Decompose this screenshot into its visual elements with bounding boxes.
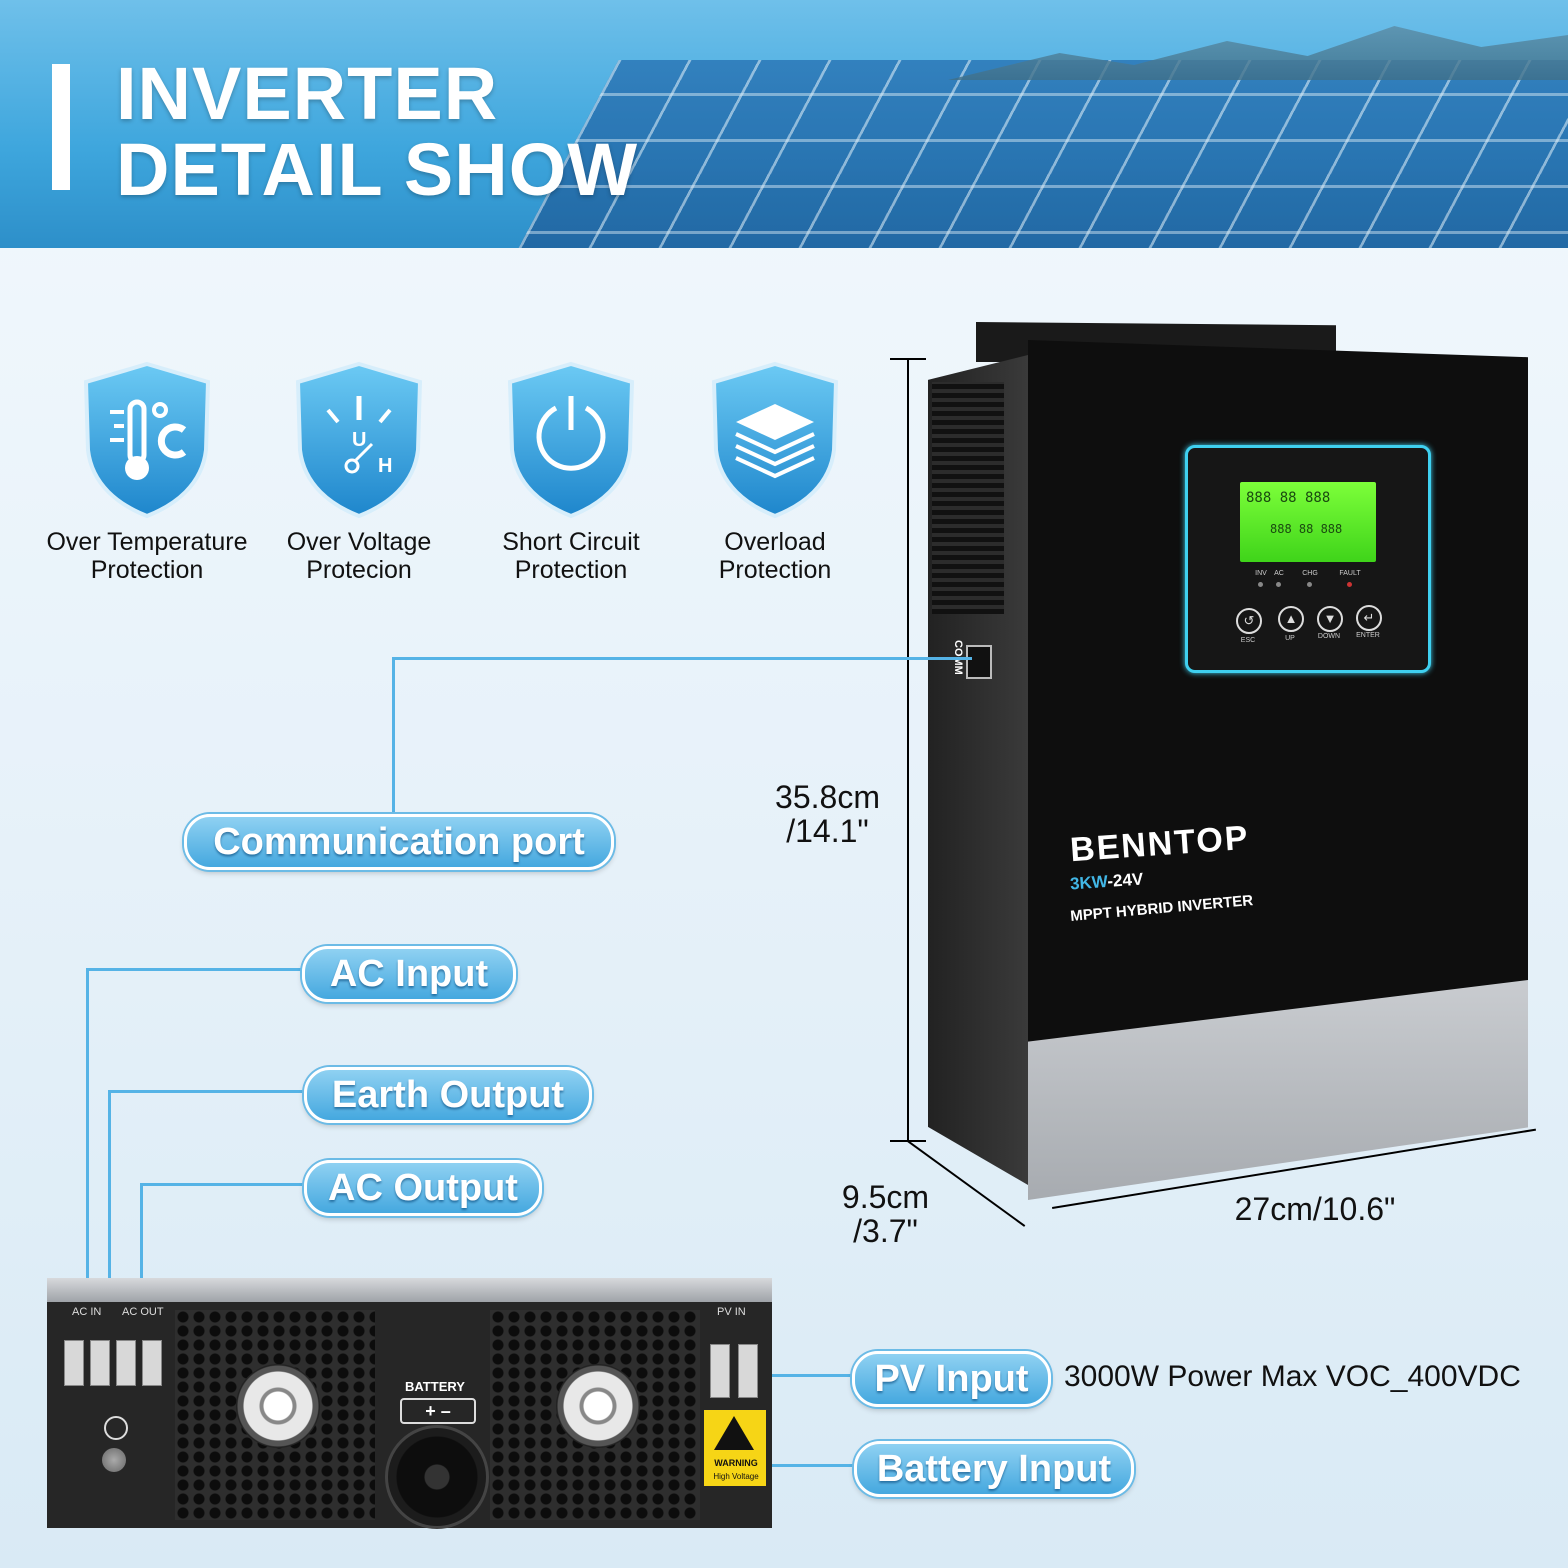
fan-left-icon	[236, 1364, 320, 1448]
enter-button[interactable]: ↵	[1356, 605, 1382, 631]
led-label: FAULT	[1339, 570, 1361, 577]
feature-label: Protection	[514, 556, 628, 584]
callout-line	[86, 968, 302, 971]
battery-input-label: Battery Input	[854, 1441, 1134, 1497]
button-label: ESC	[1240, 637, 1256, 644]
depth-cm: 9.5cm	[841, 1179, 930, 1215]
led-ac	[1276, 582, 1281, 587]
solar-panels-graphic	[501, 60, 1568, 248]
width-label: 27cm/10.6"	[1234, 1191, 1396, 1227]
comm-port	[966, 645, 992, 679]
feature-label: Short Circuit	[502, 528, 640, 556]
battery-terminal	[385, 1425, 489, 1529]
feature-label: Overload	[724, 528, 826, 556]
feature-label: Over Temperature	[46, 528, 248, 556]
earth-output-label: Earth Output	[304, 1067, 592, 1123]
callout-line	[740, 1374, 852, 1377]
depth-in: /3.7"	[853, 1213, 918, 1249]
feature-label: Protecion	[306, 556, 412, 584]
svg-text:U: U	[352, 429, 366, 451]
up-button[interactable]: ▲	[1278, 606, 1304, 632]
led-fault	[1347, 582, 1352, 587]
earth-ground-icon	[104, 1416, 128, 1440]
lcd-readout: 888 88 888	[1270, 522, 1343, 536]
led-label: AC	[1274, 570, 1284, 577]
esc-button[interactable]: ↺	[1236, 608, 1262, 634]
page-title-line2: DETAIL SHOW	[116, 128, 639, 211]
button-label: ENTER	[1356, 632, 1380, 639]
feature-label: Protection	[718, 556, 832, 584]
thermometer-celsius-icon	[83, 361, 211, 519]
feature-overload: Overload Protection	[660, 360, 890, 584]
feature-label: Protection	[90, 556, 204, 584]
power-icon	[507, 361, 635, 519]
button-label: UP	[1285, 635, 1295, 642]
depth-label: 9.5cm /3.7"	[828, 1180, 943, 1248]
led-label: INV	[1255, 570, 1267, 577]
callout-line	[140, 1183, 304, 1186]
feature-label: Over Voltage	[286, 528, 432, 556]
height-label: 35.8cm /14.1"	[760, 780, 895, 848]
page-title-line1: INVERTER	[116, 52, 499, 135]
pv-in-terminal-label: PV IN	[717, 1306, 746, 1318]
battery-terminal-label: BATTERY	[405, 1379, 465, 1394]
ac-out-terminal-n	[142, 1340, 162, 1386]
led-inv	[1258, 582, 1263, 587]
feature-over-temperature: Over Temperature Protection	[32, 360, 262, 584]
warning-triangle-icon	[714, 1416, 754, 1450]
height-dimension-line	[907, 360, 909, 1140]
model-power: 3KW	[1069, 871, 1109, 894]
ac-in-terminal-l	[64, 1340, 84, 1386]
earth-screw	[102, 1448, 126, 1472]
led-label: CHG	[1302, 570, 1318, 577]
bottom-panel-edge	[47, 1278, 772, 1302]
pv-in-terminal-negative	[738, 1344, 758, 1398]
button-label: DOWN	[1317, 633, 1341, 640]
battery-polarity-icon: + –	[400, 1398, 476, 1424]
pv-input-label: PV Input	[852, 1351, 1051, 1407]
fan-right-icon	[556, 1364, 640, 1448]
lcd-readout: 888 88 888	[1246, 490, 1331, 506]
down-button[interactable]: ▼	[1317, 606, 1343, 632]
ac-input-label: AC Input	[302, 946, 516, 1002]
title-accent-bar	[52, 64, 70, 190]
ac-in-terminal-label: AC IN	[72, 1306, 102, 1318]
feature-short-circuit: Short Circuit Protection	[456, 360, 686, 584]
pv-input-spec: 3000W Power Max VOC_400VDC	[1064, 1360, 1521, 1393]
callout-line	[392, 657, 972, 660]
callout-line	[108, 1090, 111, 1420]
svg-text:H: H	[378, 455, 392, 477]
callout-line	[86, 968, 89, 1330]
callout-line	[140, 1183, 143, 1330]
mountains-graphic	[948, 26, 1568, 80]
callout-line	[108, 1090, 304, 1093]
ac-out-terminal-l	[116, 1340, 136, 1386]
feature-over-voltage: U H Over Voltage Protecion	[244, 360, 474, 584]
communication-port-label: Communication port	[184, 814, 614, 870]
ac-output-label: AC Output	[304, 1160, 542, 1216]
ac-in-terminal-n	[90, 1340, 110, 1386]
dimension-tick	[890, 358, 926, 360]
height-cm: 35.8cm	[775, 779, 880, 815]
stacked-layers-icon	[711, 361, 839, 519]
header-banner	[0, 0, 1568, 248]
voltage-icon: U H	[295, 361, 423, 519]
pv-in-terminal-positive	[710, 1344, 730, 1398]
side-vent	[932, 382, 1004, 614]
warning-subtext: High Voltage	[713, 1472, 759, 1481]
model-voltage: -24V	[1106, 869, 1144, 891]
callout-line	[392, 657, 395, 819]
led-chg	[1307, 582, 1312, 587]
warning-text: WARNING	[714, 1458, 758, 1468]
lcd-screen: 888 88 888 888 88 888	[1240, 482, 1376, 562]
height-in: /14.1"	[786, 813, 869, 849]
ac-out-terminal-label: AC OUT	[122, 1306, 164, 1318]
